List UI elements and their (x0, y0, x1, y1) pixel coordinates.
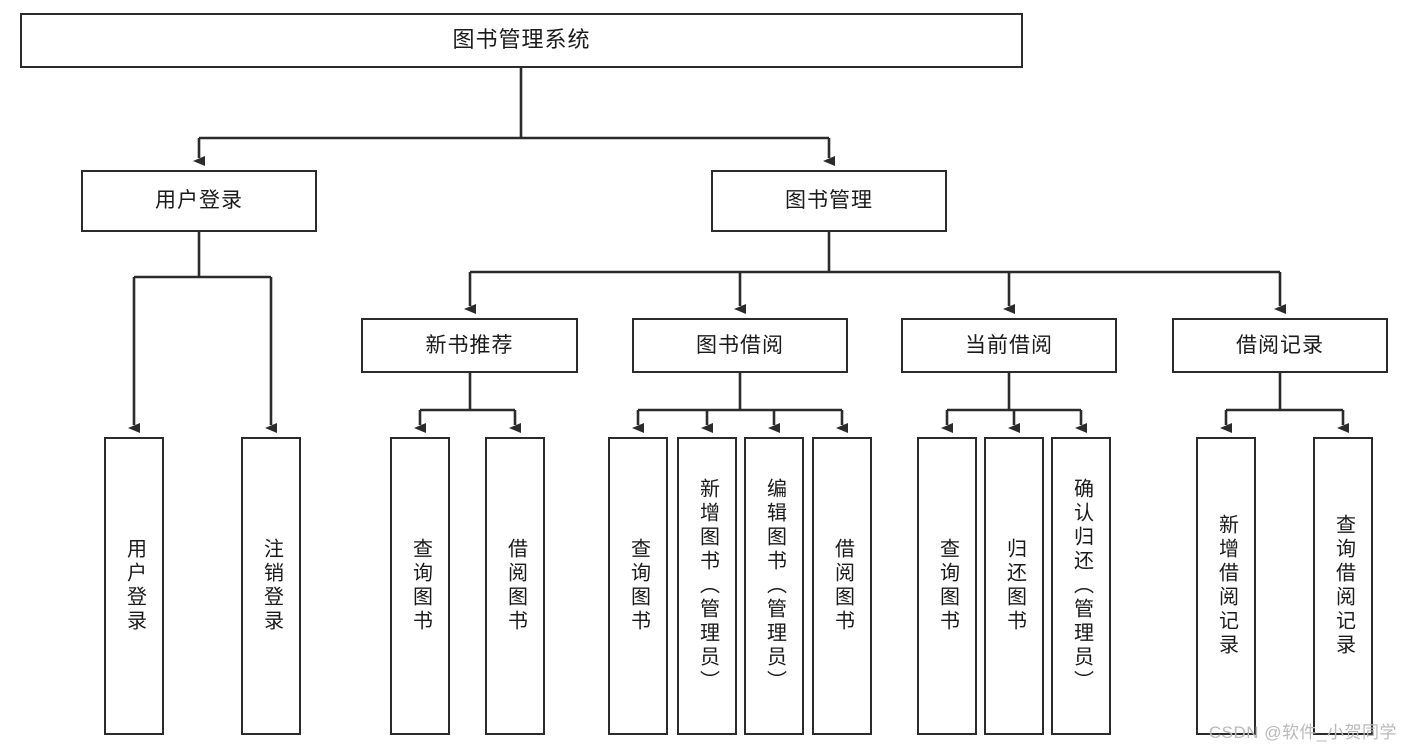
leaf-add-borrow-record[interactable]: 新增借阅记录 (1196, 437, 1256, 735)
node-label: 新增借阅记录 (1215, 514, 1238, 658)
node-current-borrow[interactable]: 当前借阅 (901, 318, 1117, 373)
node-label: 借阅图书 (831, 538, 854, 634)
node-label: 借阅记录 (1236, 333, 1324, 357)
leaf-query-book-current[interactable]: 查询图书 (917, 437, 977, 735)
leaf-query-borrow-record[interactable]: 查询借阅记录 (1313, 437, 1373, 735)
node-user-login[interactable]: 用户登录 (81, 170, 317, 232)
leaf-edit-book-admin[interactable]: 编辑图书（管理员） (744, 437, 804, 735)
node-label: 图书管理 (785, 189, 873, 213)
node-label: 查询图书 (409, 538, 432, 634)
csdn-watermark: CSDN @软件_小贺同学 (1208, 723, 1397, 742)
node-label: 查询借阅记录 (1332, 514, 1355, 658)
node-label: 借阅图书 (504, 538, 527, 634)
node-borrow-records[interactable]: 借阅记录 (1172, 318, 1388, 373)
node-label: 新增图书（管理员） (696, 478, 719, 694)
node-label: 归还图书 (1003, 538, 1026, 634)
leaf-user-login[interactable]: 用户登录 (104, 437, 164, 735)
node-book-borrow[interactable]: 图书借阅 (632, 318, 848, 373)
node-label: 图书借阅 (696, 333, 784, 357)
node-book-management[interactable]: 图书管理 (711, 170, 947, 232)
node-label: 用户登录 (155, 189, 243, 213)
node-label: 新书推荐 (425, 333, 514, 357)
node-label: 确认归还（管理员） (1070, 478, 1093, 694)
node-new-book-recommend[interactable]: 新书推荐 (361, 318, 578, 373)
node-label: 当前借阅 (965, 333, 1053, 357)
leaf-borrow-book[interactable]: 借阅图书 (812, 437, 872, 735)
leaf-add-book-admin[interactable]: 新增图书（管理员） (677, 437, 737, 735)
node-label: 查询图书 (936, 538, 959, 634)
leaf-confirm-return-admin[interactable]: 确认归还（管理员） (1051, 437, 1111, 735)
node-label: 用户登录 (123, 538, 146, 634)
leaf-borrow-book-recommend[interactable]: 借阅图书 (485, 437, 545, 735)
node-label: 查询图书 (627, 538, 650, 634)
node-label: 注销登录 (260, 538, 283, 634)
leaf-logout[interactable]: 注销登录 (241, 437, 301, 735)
leaf-query-book-recommend[interactable]: 查询图书 (390, 437, 450, 735)
node-label: 编辑图书（管理员） (763, 478, 786, 694)
node-label: 图书管理系统 (452, 27, 591, 53)
leaf-return-book[interactable]: 归还图书 (984, 437, 1044, 735)
leaf-query-book-borrow[interactable]: 查询图书 (608, 437, 668, 735)
node-root-system[interactable]: 图书管理系统 (20, 13, 1023, 68)
